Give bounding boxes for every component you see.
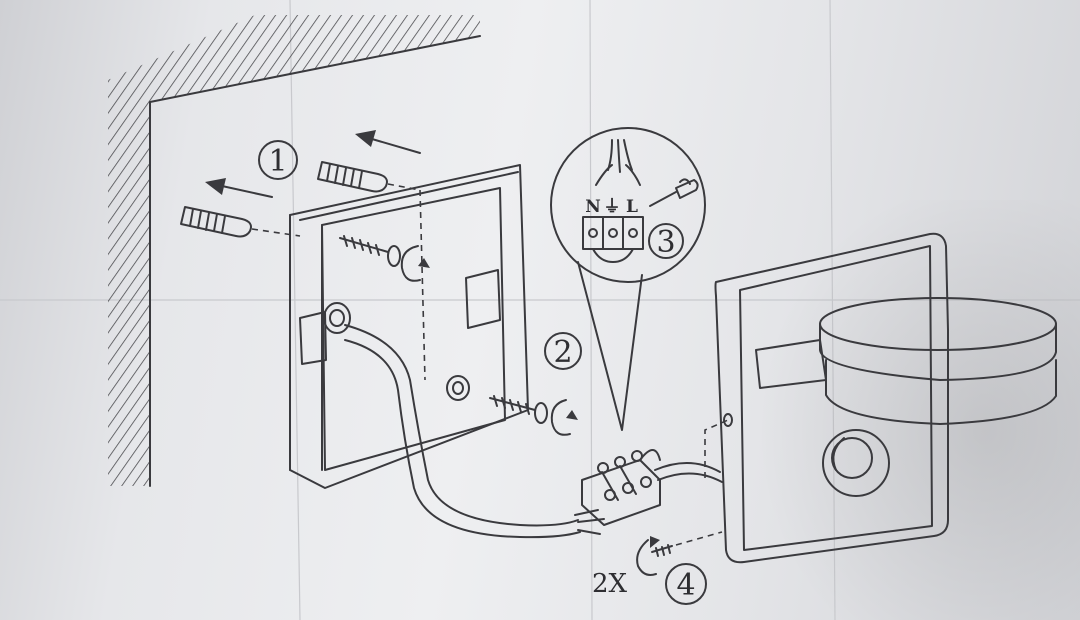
wall-plug-upper	[317, 161, 421, 193]
screw-upper	[339, 235, 401, 267]
step-1-label: 1	[268, 144, 287, 179]
rotate-clockwise-icon	[550, 399, 578, 436]
rotate-clockwise-icon	[636, 536, 660, 576]
step-1-wall-plugs: 1	[180, 130, 421, 238]
rotate-clockwise-icon	[400, 245, 430, 282]
mounting-box	[289, 164, 529, 489]
photo-shadow	[700, 200, 1080, 620]
motion-sensor-icon	[822, 429, 890, 497]
step-3-wiring-callout: N ⏚ L 3	[550, 127, 706, 431]
step-2-marker: 2	[544, 332, 582, 370]
screw-lower	[489, 395, 548, 424]
terminal-label-ground: ⏚	[604, 197, 621, 217]
screw-quantity-label: 2X	[592, 569, 628, 599]
terminal-label-neutral: N	[585, 197, 601, 217]
step-4-grub-screws: 2X 4	[592, 531, 723, 605]
lamp-cable	[654, 419, 729, 483]
wall	[108, 15, 481, 487]
terminal-connector	[581, 449, 661, 526]
arrow-left-icon	[205, 178, 273, 198]
sensor-wall-lamp	[714, 232, 1057, 564]
step-3-label: 3	[656, 225, 675, 260]
arrow-left-icon	[355, 130, 421, 154]
step-2-label: 2	[553, 335, 572, 370]
screwdriver-icon	[649, 178, 699, 207]
supply-cable	[344, 324, 605, 539]
terminal-label-live: L	[626, 197, 638, 217]
wall-plug-lower	[180, 206, 301, 238]
step-4-label: 4	[676, 568, 695, 603]
